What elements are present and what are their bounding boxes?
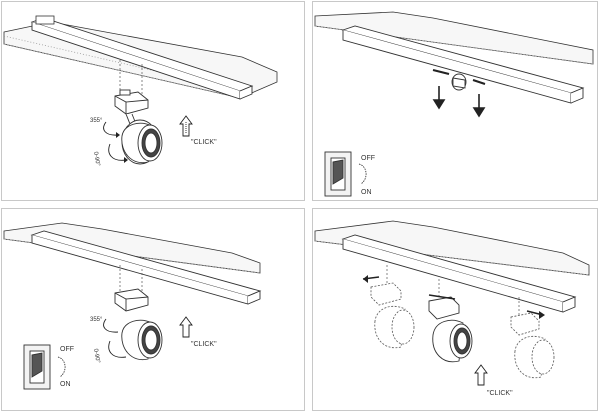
track-adapter	[451, 73, 467, 91]
wall-switch-icon	[23, 344, 51, 390]
install-diagram: 355° 0-90° "CLICK"	[3, 15, 278, 167]
spotlight-middle	[428, 296, 473, 363]
step-panel-remove: OFF ON	[312, 1, 598, 201]
guide-lines	[119, 60, 143, 98]
rotate-arrow-head	[116, 132, 120, 138]
click-label: "CLICK"	[191, 341, 217, 348]
down-arrow-icon	[432, 86, 486, 118]
spotlight-left	[370, 282, 415, 349]
slide-arrow-right-head	[539, 311, 545, 319]
switch-off-label: OFF	[361, 155, 375, 162]
push-up-arrow-icon	[179, 115, 193, 137]
rotate-vertical-label: 0-90°	[92, 151, 101, 167]
spotlight-head	[121, 113, 163, 165]
switch-arrow-icon	[358, 163, 367, 185]
rotate-arrow-icon	[103, 318, 119, 333]
reposition-diagram: "CLICK"	[314, 220, 590, 397]
push-up-arrow-icon	[179, 316, 193, 338]
guide-lines	[386, 265, 520, 315]
push-up-arrow-icon	[474, 364, 488, 386]
track-rail	[341, 234, 577, 313]
wall-switch-icon	[324, 151, 352, 197]
guide-lines	[119, 265, 143, 295]
release-arrow-left	[432, 69, 450, 75]
step-panel-power-on: 355° 0-90° "CLICK" OFF ON	[1, 208, 305, 411]
slide-arrow-left-head	[363, 275, 368, 283]
tilt-arrow-head	[124, 157, 128, 163]
switch-on-label: ON	[361, 189, 372, 196]
click-label: "CLICK"	[191, 139, 217, 146]
click-label: "CLICK"	[487, 390, 513, 397]
slide-arrow-both	[428, 294, 456, 300]
spotlight-head	[121, 319, 163, 361]
switch-on-label: ON	[60, 381, 71, 388]
tilt-arrow-icon	[108, 340, 127, 358]
track-rail	[30, 230, 262, 305]
tilt-arrow-icon	[108, 143, 127, 161]
rotate-horizontal-label: 355°	[90, 118, 103, 124]
rotate-arrow-icon	[103, 121, 119, 136]
remove-diagram: OFF ON	[314, 11, 594, 197]
step-panel-install: 355° 0-90° "CLICK"	[1, 1, 305, 201]
step-panel-reposition: "CLICK"	[312, 208, 598, 411]
track-rail	[341, 25, 585, 104]
track-adapter	[114, 288, 149, 312]
track-end-cap	[35, 15, 55, 25]
rotate-vertical-label: 0-90°	[92, 348, 101, 364]
power-on-diagram: 355° 0-90° "CLICK" OFF ON	[3, 222, 262, 390]
spotlight-right	[510, 312, 555, 379]
rotate-horizontal-label: 355°	[90, 317, 103, 323]
track-adapter	[114, 89, 149, 115]
switch-arrow-icon	[57, 356, 66, 378]
release-arrow-right	[472, 79, 486, 85]
switch-off-label: OFF	[60, 346, 74, 353]
